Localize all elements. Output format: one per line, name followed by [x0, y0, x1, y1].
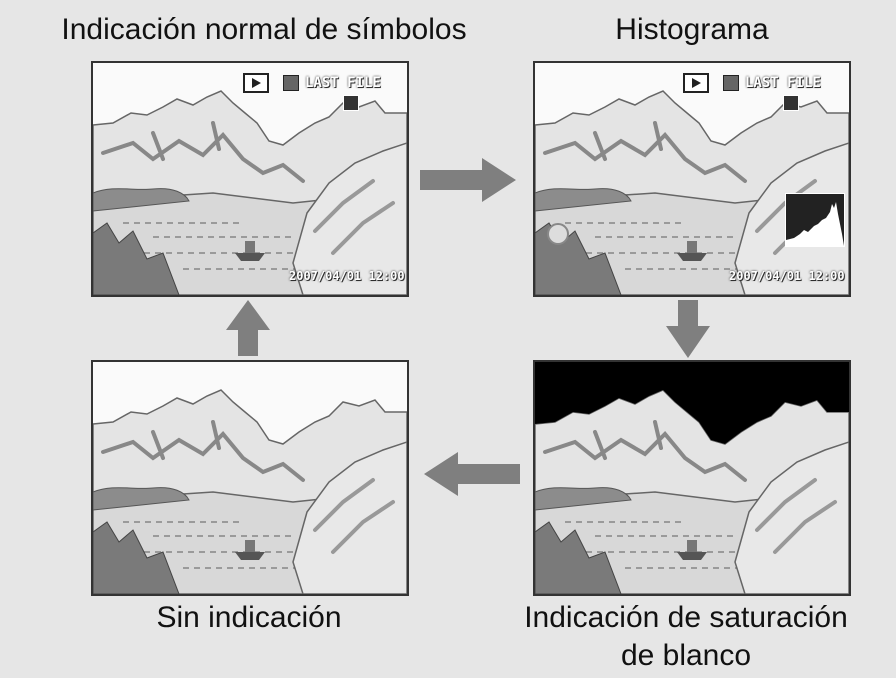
arrow-left — [424, 452, 520, 496]
screen-no-display — [91, 360, 409, 596]
label-white-saturation-line1: Indicación de saturación — [524, 601, 848, 634]
label-no-display: Sin indicación — [156, 601, 342, 634]
datetime-display: 2007/04/01 12:00 — [289, 269, 405, 283]
landscape-illustration — [535, 63, 849, 295]
histogram-icon — [785, 193, 845, 247]
quality-icon — [343, 95, 359, 111]
screen-histogram: LAST FILE 2007/04/01 12:00 — [533, 61, 851, 297]
protect-icon — [547, 223, 569, 245]
arrow-right — [420, 158, 516, 202]
arrow-down — [666, 300, 710, 358]
last-file-indicator: LAST FILE — [305, 75, 381, 91]
memory-card-icon — [283, 75, 299, 91]
last-file-indicator: LAST FILE — [745, 75, 821, 91]
arrow-up — [226, 300, 270, 356]
white-saturation-highlight — [535, 362, 849, 444]
quality-icon — [783, 95, 799, 111]
landscape-illustration — [535, 362, 849, 594]
landscape-illustration — [93, 362, 407, 594]
label-white-saturation-line2: de blanco — [620, 639, 752, 672]
play-icon — [243, 73, 269, 93]
screen-white-saturation — [533, 360, 851, 596]
memory-card-icon — [723, 75, 739, 91]
landscape-illustration — [93, 63, 407, 295]
label-normal-display: Indicación normal de símbolos — [61, 13, 467, 46]
play-icon — [683, 73, 709, 93]
label-histogram: Histograma — [615, 13, 769, 46]
datetime-display: 2007/04/01 12:00 — [729, 269, 845, 283]
screen-normal-display: LAST FILE 2007/04/01 12:00 — [91, 61, 409, 297]
